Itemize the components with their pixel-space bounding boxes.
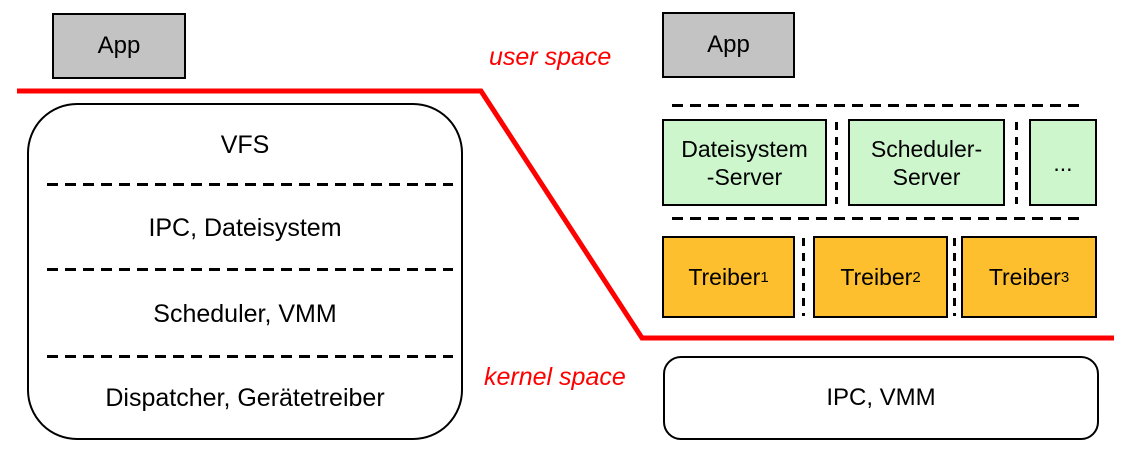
microkernel-upper-dashed-line xyxy=(672,104,1084,107)
microkernel-kernel-label: IPC, VMM xyxy=(826,384,936,411)
server-separator-1 xyxy=(835,122,838,204)
layer-scheduler-vmm: Scheduler, VMM xyxy=(153,300,337,328)
more-servers-box: ... xyxy=(1029,119,1097,206)
user-space-label: user space xyxy=(489,43,612,71)
treiber-3-label: Treiber xyxy=(988,263,1061,290)
driver-separator-1 xyxy=(802,238,805,316)
layer-ipc-dateisystem: IPC, Dateisystem xyxy=(148,214,342,242)
monolithic-app-label: App xyxy=(97,32,141,59)
treiber-1-label: Treiber xyxy=(688,263,761,290)
monolithic-separator-1 xyxy=(47,183,453,186)
monolithic-kernel-box: VFS IPC, Dateisystem Scheduler, VMM Disp… xyxy=(27,103,463,440)
microkernel-app-label: App xyxy=(707,31,750,58)
microkernel-kernel-box: IPC, VMM xyxy=(663,356,1099,440)
dateisystem-server-line2: -Server xyxy=(706,163,783,190)
treiber-2-label: Treiber xyxy=(840,263,913,290)
monolithic-app-box: App xyxy=(52,13,186,79)
microkernel-app-box: App xyxy=(662,12,795,78)
treiber-2-subscript: 2 xyxy=(912,268,921,286)
scheduler-server-line1: Scheduler- xyxy=(870,135,983,162)
treiber-3-subscript: 3 xyxy=(1060,268,1070,286)
server-separator-2 xyxy=(1015,122,1018,204)
kernel-space-label: kernel space xyxy=(484,363,626,391)
dateisystem-server-box: Dateisystem -Server xyxy=(662,119,827,206)
microkernel-lower-dashed-line xyxy=(672,217,1084,220)
layer-vfs: VFS xyxy=(220,131,270,159)
driver-separator-2 xyxy=(953,238,956,316)
more-servers-label: ... xyxy=(1053,149,1073,176)
treiber-1-subscript: 1 xyxy=(760,268,769,286)
monolithic-separator-2 xyxy=(47,268,453,271)
layer-dispatcher-geraetetreiber: Dispatcher, Gerätetreiber xyxy=(105,384,385,412)
dateisystem-server-line1: Dateisystem xyxy=(681,135,808,162)
scheduler-server-line2: Server xyxy=(892,163,961,190)
monolithic-separator-3 xyxy=(47,355,453,358)
scheduler-server-box: Scheduler- Server xyxy=(848,119,1005,206)
